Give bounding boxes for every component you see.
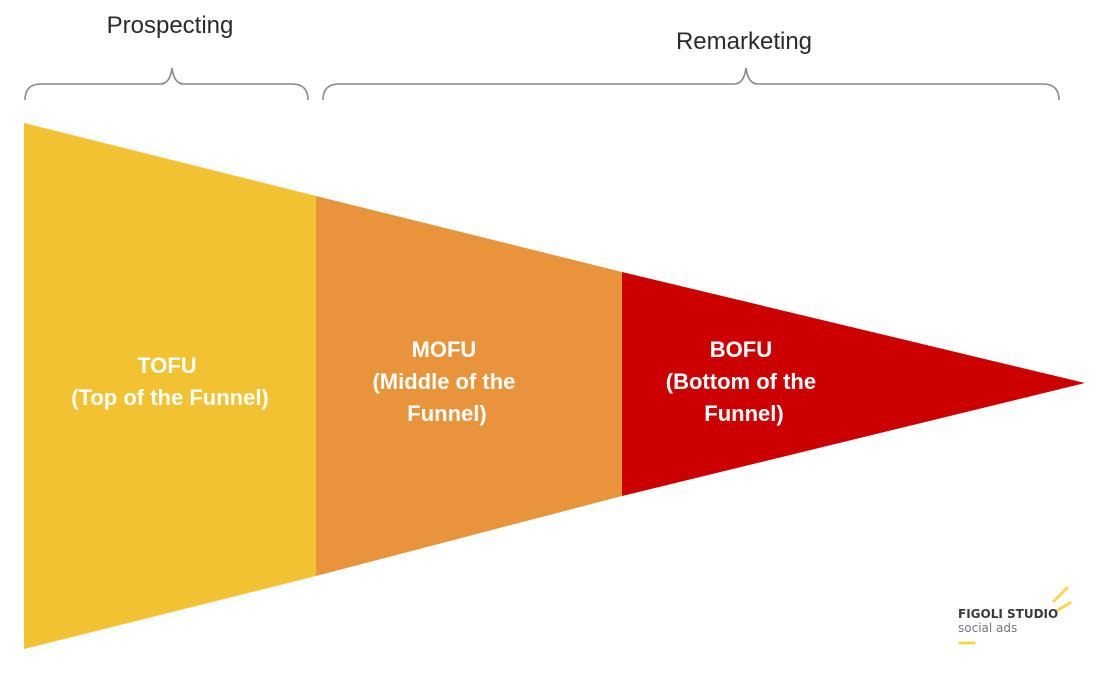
figoli-studio-logo: FIGOLI STUDIO social ads [958, 586, 1072, 645]
bofu-label-line: (Bottom of the [666, 369, 816, 394]
bofu-label-line: Funnel) [704, 401, 783, 426]
mofu-label-line: MOFU [412, 337, 477, 362]
prospecting-brace [24, 67, 309, 101]
logo-accent-line [1056, 601, 1072, 612]
tofu-label-line: TOFU [137, 353, 196, 378]
tofu-label: TOFU (Top of the Funnel) [71, 353, 269, 410]
prospecting-label: Prospecting [107, 12, 234, 39]
tofu-segment [24, 123, 316, 649]
mofu-segment [316, 196, 622, 576]
remarketing-brace [322, 67, 1060, 101]
mofu-label-line: Funnel) [407, 401, 486, 426]
bofu-segment [622, 272, 1085, 496]
logo-accent-line [1052, 586, 1069, 603]
remarketing-label: Remarketing [676, 28, 812, 55]
logo-subtitle: social ads [958, 621, 1017, 635]
bofu-label: BOFU (Bottom of the Funnel) [666, 337, 822, 426]
bofu-label-line: BOFU [710, 337, 772, 362]
mofu-label: MOFU (Middle of the Funnel) [372, 337, 521, 426]
tofu-label-line: (Top of the Funnel) [71, 385, 269, 410]
mofu-label-line: (Middle of the [372, 369, 515, 394]
logo-title: FIGOLI STUDIO [958, 607, 1058, 621]
